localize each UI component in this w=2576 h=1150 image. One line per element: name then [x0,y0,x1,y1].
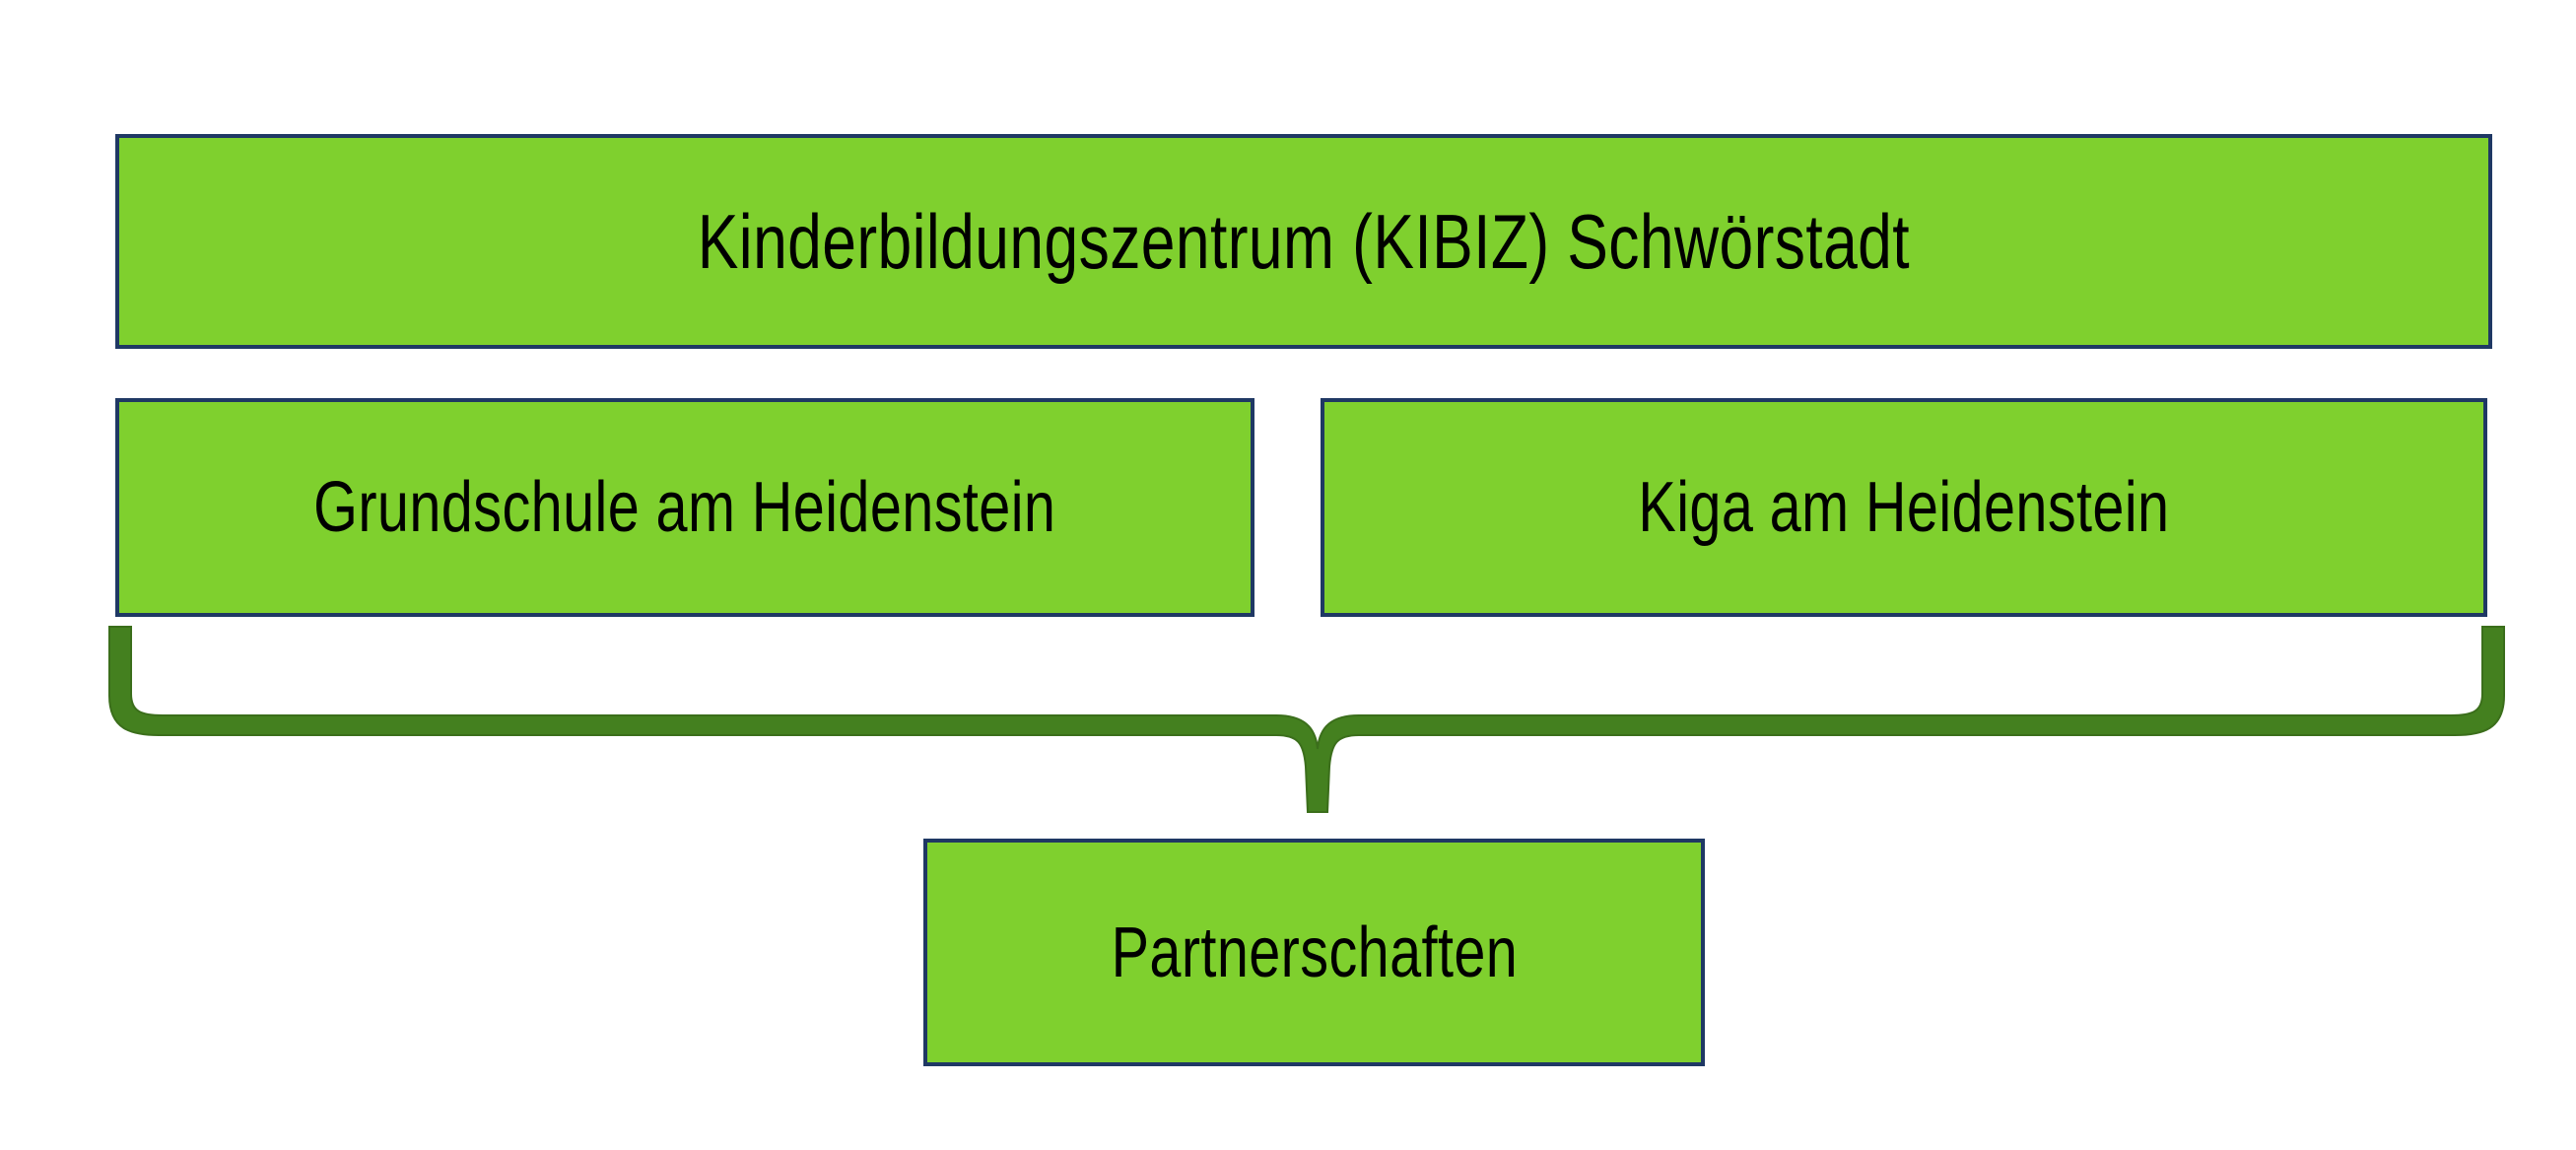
curly-brace-icon [108,626,2505,813]
node-kibiz[interactable]: Kinderbildungszentrum (KIBIZ) Schwörstad… [115,134,2492,349]
node-partnerschaften-label: Partnerschaften [1111,913,1518,992]
node-kibiz-label: Kinderbildungszentrum (KIBIZ) Schwörstad… [697,198,1911,285]
node-kiga[interactable]: Kiga am Heidenstein [1321,398,2487,617]
node-partnerschaften[interactable]: Partnerschaften [923,839,1705,1066]
node-grundschule[interactable]: Grundschule am Heidenstein [115,398,1254,617]
curly-brace-connector [94,619,2518,826]
node-grundschule-label: Grundschule am Heidenstein [313,468,1056,547]
node-kiga-label: Kiga am Heidenstein [1638,468,2170,547]
